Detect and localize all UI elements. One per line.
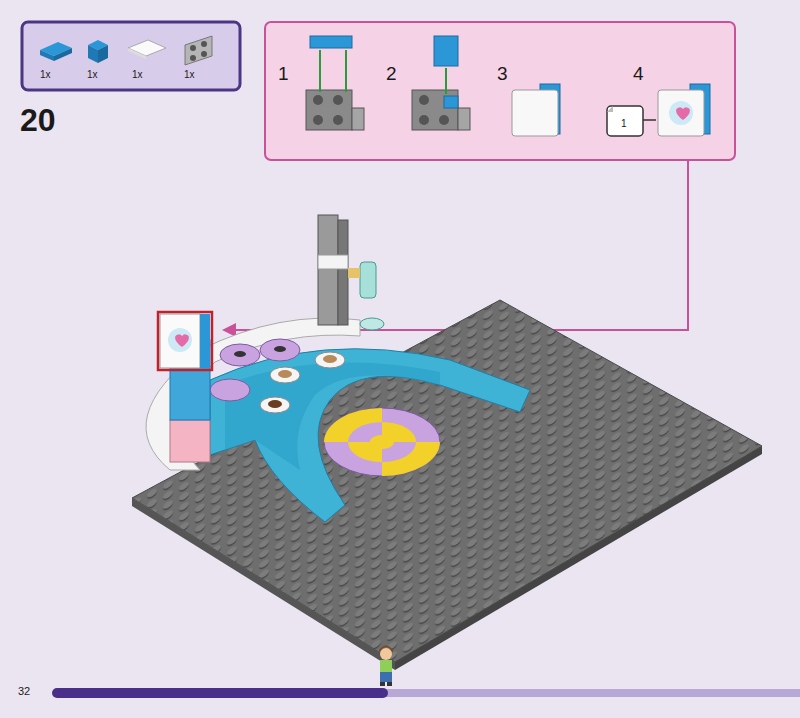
part-count: 1x (132, 70, 143, 80)
gray-bracket (185, 36, 212, 65)
food-bowls (210, 339, 345, 413)
blue-plate (40, 42, 72, 61)
progress-track (385, 689, 800, 697)
parts-panel (22, 22, 240, 90)
sticker-number: 1 (621, 119, 627, 129)
gray-tower (318, 215, 384, 330)
substep-1-parts (306, 36, 364, 130)
substep-number: 4 (633, 64, 644, 83)
part-count: 1x (87, 70, 98, 80)
step-number: 20 (20, 104, 56, 136)
part-count: 1x (184, 70, 195, 80)
pillar (158, 312, 212, 462)
baseplate (132, 300, 762, 662)
substep-number: 3 (497, 64, 508, 83)
substep-3-parts (512, 84, 560, 136)
substep-2-parts (412, 36, 470, 130)
white-tile (128, 40, 166, 59)
substep-number: 2 (386, 64, 397, 83)
blue-brick (88, 40, 108, 63)
substep-number: 1 (278, 64, 289, 83)
part-count: 1x (40, 70, 51, 80)
progress-fill (52, 688, 388, 698)
target-disc (324, 408, 440, 476)
page-number: 32 (18, 686, 30, 697)
callout-leader (224, 160, 688, 330)
minifigure (379, 646, 393, 687)
blue-track (210, 349, 530, 522)
substep-4-parts (607, 84, 710, 136)
callout-panel (265, 22, 735, 160)
